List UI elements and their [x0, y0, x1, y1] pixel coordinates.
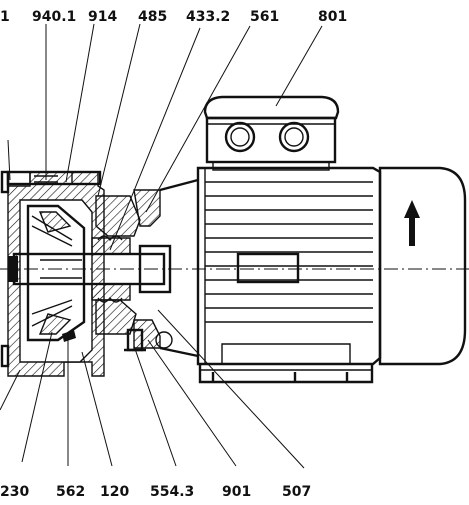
- label-901: 901: [222, 484, 251, 500]
- bottom-labels: 230 562 120 554.3 901 507: [0, 484, 311, 500]
- leader-lines: [0, 23, 323, 469]
- label-562: 562: [56, 484, 85, 500]
- fan-cover: [378, 166, 467, 366]
- motor: [196, 95, 467, 384]
- label-561: 561: [250, 9, 279, 25]
- impeller: [26, 204, 86, 342]
- adapter-flange: [124, 178, 199, 358]
- label-230: 230: [0, 484, 29, 500]
- casing-cover: [95, 195, 141, 237]
- label-940-1: 940.1: [32, 9, 76, 25]
- label-507: 507: [282, 484, 311, 500]
- motor-housing: [196, 166, 382, 366]
- label-914: 914: [88, 9, 117, 25]
- terminal-box: [203, 95, 340, 171]
- casing-bolt: [0, 170, 58, 368]
- label-433-2: 433.2: [186, 9, 230, 25]
- label-801: 801: [318, 9, 347, 25]
- top-labels: 1 940.1 914 485 433.2 561 801: [0, 9, 347, 25]
- label-485: 485: [138, 9, 167, 25]
- pump: [0, 170, 199, 377]
- label-1: 1: [0, 9, 10, 25]
- mechanical-seal: [91, 235, 131, 303]
- motor-feet: [198, 343, 374, 384]
- rotation-arrow-icon: [404, 200, 420, 246]
- label-554-3: 554.3: [150, 484, 194, 500]
- label-120: 120: [100, 484, 129, 500]
